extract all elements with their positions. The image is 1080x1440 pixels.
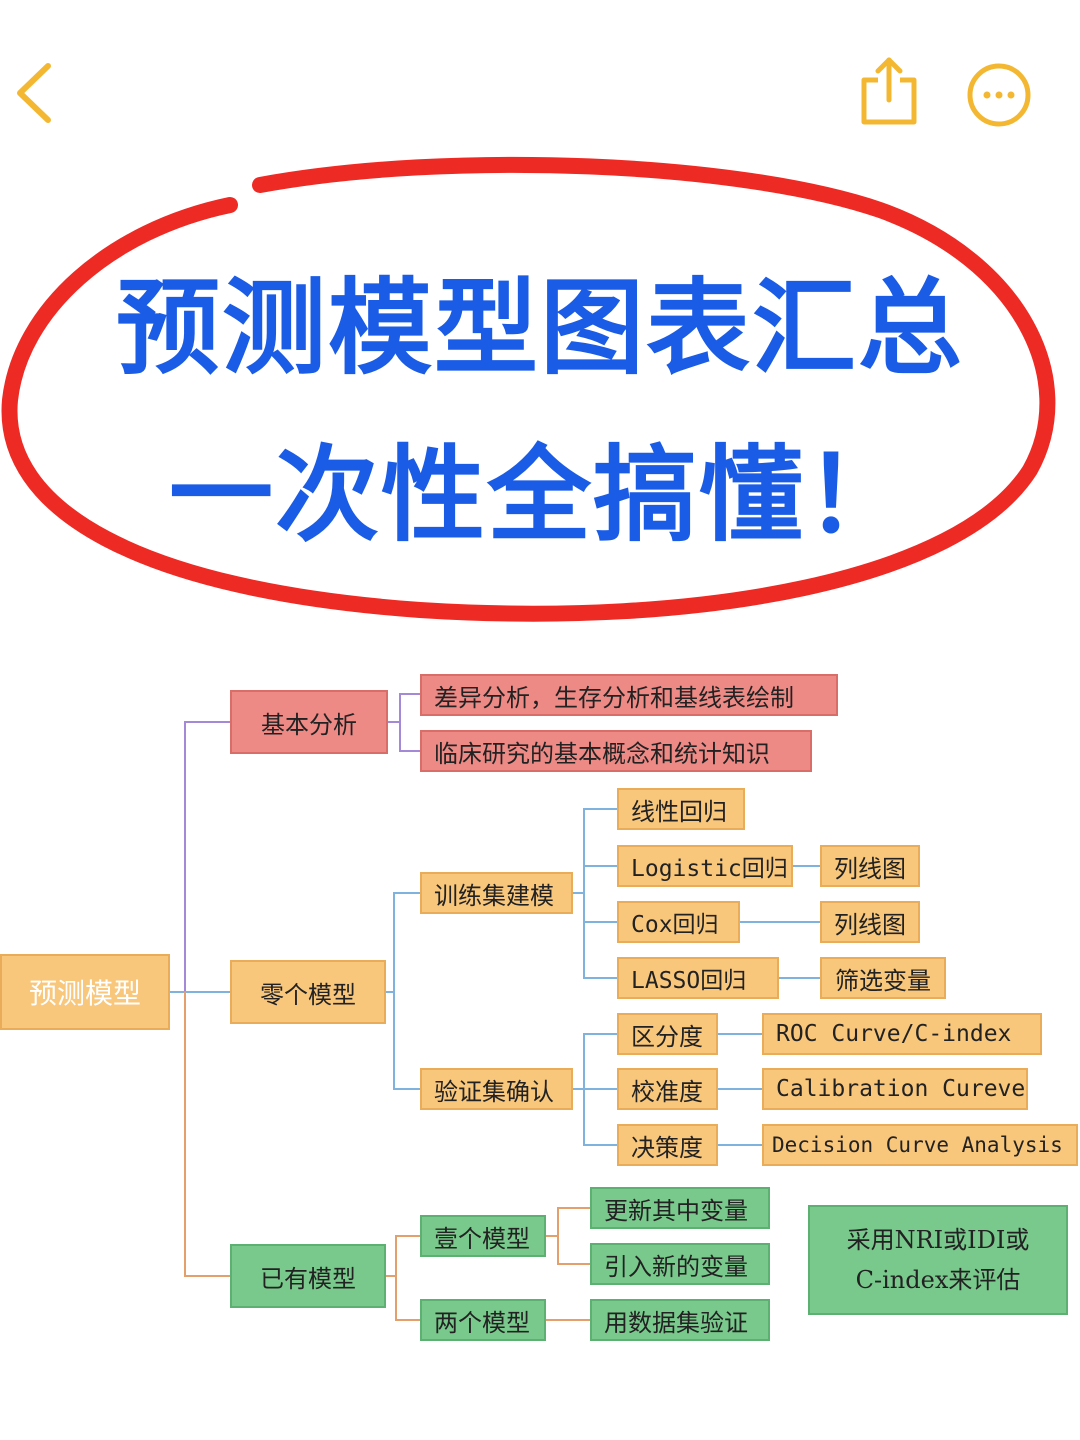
connector-basic-items bbox=[388, 693, 420, 752]
root-node: 预测模型 bbox=[0, 954, 170, 1030]
connector-root-basic bbox=[170, 721, 230, 993]
headline-line-1: 预测模型图表汇总 bbox=[115, 267, 964, 389]
chevron-left-icon[interactable] bbox=[14, 62, 54, 124]
metric-calibration: 校准度 bbox=[617, 1068, 718, 1110]
evaluation-node: 采用NRI或IDI或 C-index来评估 bbox=[808, 1205, 1068, 1315]
headline-line-2: 一次性全搞懂！ bbox=[168, 434, 911, 556]
connector-existing-sub bbox=[386, 1235, 420, 1321]
zero-model-node: 零个模型 bbox=[230, 960, 386, 1024]
method-cox: Cox回归 bbox=[617, 901, 740, 943]
result-lasso: 筛选变量 bbox=[820, 957, 946, 999]
connector-lines bbox=[170, 693, 820, 1321]
basic-item-2: 临床研究的基本概念和统计知识 bbox=[420, 730, 812, 772]
connector-validation-metrics bbox=[573, 1033, 617, 1146]
connector-one-model-items bbox=[546, 1207, 590, 1265]
mind-map-diagram: 预测模型 基本分析 零个模型 已有模型 差异分析，生存分析和基线表绘制 临床研究… bbox=[0, 640, 1080, 1400]
method-linear: 线性回归 bbox=[617, 788, 745, 830]
one-model-item-2: 引入新的变量 bbox=[590, 1243, 770, 1285]
evaluation-line-2: C-index来评估 bbox=[855, 1266, 1021, 1294]
evaluation-line-1: 采用NRI或IDI或 bbox=[846, 1226, 1030, 1254]
connector-zero-sub bbox=[386, 892, 420, 1090]
method-logistic: Logistic回归 bbox=[617, 845, 793, 887]
result-cox: 列线图 bbox=[820, 901, 920, 943]
basic-analysis-node: 基本分析 bbox=[230, 690, 388, 754]
result-dca: Decision Curve Analysis bbox=[762, 1124, 1078, 1166]
result-calibration: Calibration Cureve bbox=[762, 1068, 1028, 1110]
one-model-item-1: 更新其中变量 bbox=[590, 1187, 770, 1229]
more-icon[interactable] bbox=[966, 62, 1032, 128]
connector-training-methods bbox=[573, 808, 617, 979]
metric-discrimination: 区分度 bbox=[617, 1013, 718, 1055]
method-lasso: LASSO回归 bbox=[617, 957, 779, 999]
top-toolbar bbox=[0, 0, 1080, 180]
basic-item-1: 差异分析，生存分析和基线表绘制 bbox=[420, 674, 838, 716]
metric-decision: 决策度 bbox=[617, 1124, 718, 1166]
one-model-node: 壹个模型 bbox=[420, 1215, 546, 1257]
connector-metric-results bbox=[718, 1033, 762, 1146]
share-icon[interactable] bbox=[858, 54, 920, 128]
two-models-item-1: 用数据集验证 bbox=[590, 1299, 770, 1341]
connector-root-existing bbox=[184, 992, 230, 1277]
existing-model-node: 已有模型 bbox=[230, 1244, 386, 1308]
two-models-node: 两个模型 bbox=[420, 1299, 546, 1341]
training-node: 训练集建模 bbox=[420, 872, 573, 914]
result-logistic: 列线图 bbox=[820, 845, 920, 887]
validation-node: 验证集确认 bbox=[420, 1068, 573, 1110]
result-roc: ROC Curve/C-index bbox=[762, 1013, 1042, 1055]
headline-section: 预测模型图表汇总 一次性全搞懂！ bbox=[0, 150, 1080, 630]
red-circle-highlight bbox=[1, 156, 1056, 622]
